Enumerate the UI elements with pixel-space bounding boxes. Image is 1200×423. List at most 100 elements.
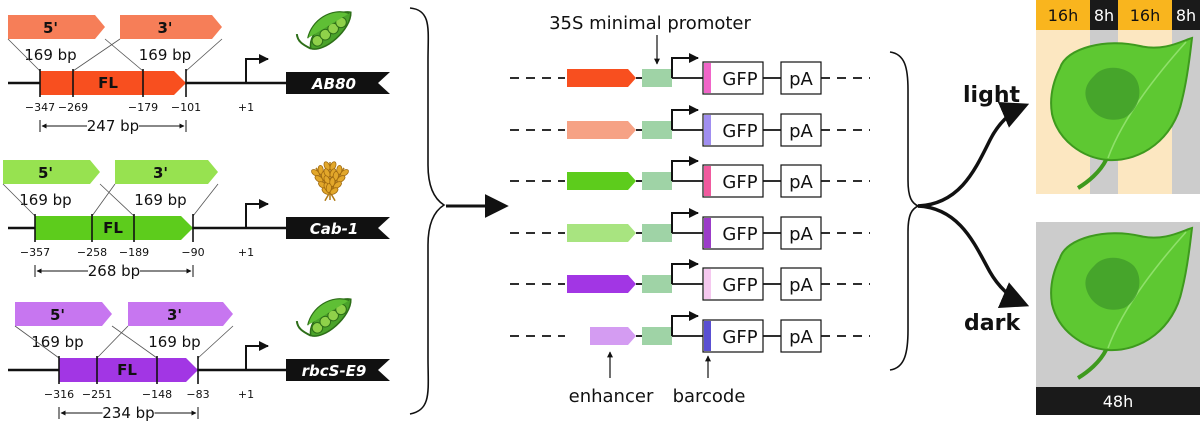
enhancer-callout: enhancer — [569, 386, 654, 407]
cycle-phase-label: 16h — [1048, 6, 1079, 25]
position-label: −316 — [44, 388, 74, 401]
grain — [325, 183, 332, 193]
fl-label: FL — [103, 219, 123, 237]
five-label: 5' — [38, 164, 53, 182]
span-label-bg — [87, 117, 139, 134]
pa-box — [780, 216, 822, 250]
library-row-3: GFP pA — [510, 208, 870, 250]
grain — [323, 168, 331, 178]
five-fragment — [3, 160, 100, 184]
branch-arrow-dark — [917, 204, 1030, 309]
tss-arrow — [245, 54, 269, 83]
tss-arrow — [671, 208, 699, 233]
pa-label: pA — [789, 327, 813, 348]
minimal-promoter-block — [642, 172, 672, 190]
guide-line — [7, 38, 41, 72]
gfp-label: GFP — [722, 275, 757, 296]
promoter-callout: 35S minimal promoter — [549, 13, 751, 34]
three-label: 3' — [167, 306, 182, 324]
five-bp: 169 bp — [19, 191, 71, 209]
pa-label: pA — [789, 69, 813, 90]
gfp-box — [702, 267, 764, 301]
span-label: 268 bp — [88, 262, 140, 280]
tss-label: +1 — [238, 246, 254, 259]
three-bp: 169 bp — [139, 46, 191, 64]
leaf-patch — [1085, 257, 1140, 310]
guide-line — [72, 38, 121, 72]
enhancer-block — [567, 275, 636, 293]
gfp-box — [702, 164, 764, 198]
leaf-stem — [1076, 349, 1108, 380]
minimal-promoter-block — [642, 121, 672, 139]
position-label: −258 — [77, 246, 107, 259]
dark-footer — [1036, 387, 1200, 415]
three-bp: 169 bp — [134, 191, 186, 209]
three-fragment — [128, 302, 233, 326]
gfp-label: GFP — [722, 327, 757, 348]
fl-label: FL — [117, 361, 137, 379]
leaf-light — [1050, 36, 1194, 190]
library-row-0: GFP pA — [510, 53, 870, 95]
gfp-label: GFP — [722, 224, 757, 245]
pa-label: pA — [789, 224, 813, 245]
three-fragment — [120, 15, 222, 39]
pod-stem — [295, 33, 312, 50]
grain — [323, 161, 331, 171]
five-bp: 169 bp — [24, 46, 76, 64]
guide-line — [185, 38, 223, 72]
tss-arrow — [671, 53, 699, 78]
leaf-dark — [1050, 226, 1194, 380]
gene-block — [286, 217, 390, 239]
gfp-box — [702, 319, 764, 353]
three-fragment — [115, 160, 218, 184]
grain — [340, 169, 349, 177]
guide-line — [2, 183, 36, 217]
pod-stem — [295, 320, 312, 337]
cycle-phase-label: 8h — [1094, 6, 1114, 25]
barcode-block — [704, 321, 711, 351]
cycle-phase-header — [1118, 0, 1172, 30]
pea-pod-icon — [295, 298, 352, 337]
fl-block — [59, 358, 198, 382]
barcode-block — [704, 218, 711, 248]
tss-arrow — [671, 311, 699, 336]
gfp-label: GFP — [722, 69, 757, 90]
leaf-midrib — [1107, 41, 1187, 159]
position-label: −347 — [25, 101, 55, 114]
gene-name: Cab-1 — [310, 220, 359, 238]
grain — [329, 187, 339, 195]
cycle-phase-header — [1172, 0, 1200, 30]
grain — [329, 177, 336, 187]
cycle-phase-label: 8h — [1176, 6, 1196, 25]
grain — [311, 169, 320, 177]
gfp-label: GFP — [722, 121, 757, 142]
span-label-bg — [88, 262, 140, 279]
guide-line — [104, 38, 144, 72]
span-label: 247 bp — [87, 117, 139, 135]
guide-line — [197, 325, 234, 359]
pa-box — [780, 319, 822, 353]
dark-panel: 48h — [1036, 222, 1200, 415]
library-row-5: GFP pA — [510, 311, 870, 353]
left-brace — [409, 7, 446, 415]
guide-line — [91, 183, 116, 217]
three-bp: 169 bp — [148, 333, 200, 351]
barcode-block — [704, 269, 711, 299]
wheat-stalk — [324, 164, 349, 202]
span-label-bg — [102, 404, 155, 421]
three-label: 3' — [153, 164, 168, 182]
position-label: −269 — [58, 101, 88, 114]
tss-arrow — [671, 156, 699, 181]
tss-label: +1 — [238, 388, 254, 401]
position-label: −357 — [20, 246, 50, 259]
enhancer-block — [590, 327, 636, 345]
leaf-patch — [1085, 67, 1140, 120]
